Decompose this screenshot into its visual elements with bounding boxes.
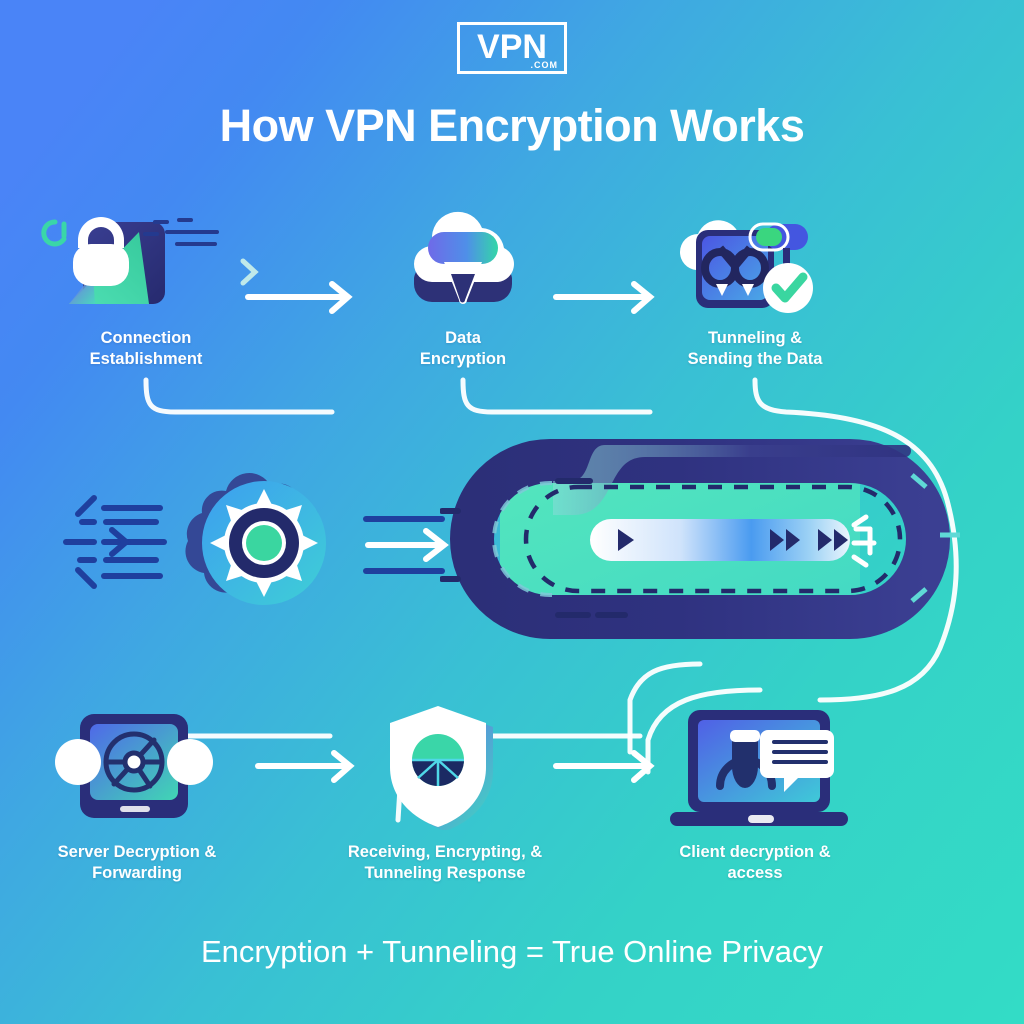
label-line-1: Server Decryption & (57, 843, 217, 861)
flow-step-data-encryption[interactable]: Data Encryption (348, 200, 578, 370)
label-line-1: Tunneling & (707, 329, 803, 347)
tunnel-screen-check-icon (640, 200, 870, 320)
logo-wordmark: VPN (477, 28, 547, 66)
server-tablet-icon (22, 700, 252, 820)
label-line-1: Receiving, Encrypting, & (347, 843, 543, 861)
label-line-1: Client decryption & (679, 843, 831, 861)
label-line-2: Sending the Data (687, 350, 823, 369)
footer-tagline: Encryption + Tunneling = True Online Pri… (200, 934, 824, 969)
flow-step-label: Connection Establishment (31, 328, 261, 370)
data-stream-inflow-icon (60, 480, 190, 610)
shield-icon (330, 700, 560, 831)
vpn-com-logo[interactable]: VPN .COM (457, 22, 567, 74)
flow-step-server-decryption[interactable]: Server Decryption & Forwarding (22, 700, 252, 884)
vpn-tunnel-icon (439, 425, 980, 650)
label-line-2: Tunneling Response (364, 864, 526, 883)
flow-step-label: Server Decryption & Forwarding (22, 842, 252, 884)
logo-tld: .COM (530, 60, 558, 70)
padlock-icon (31, 200, 261, 320)
laptop-chat-icon (640, 700, 870, 826)
flow-step-label: Receiving, Encrypting, & Tunneling Respo… (330, 842, 560, 884)
label-line-2: Forwarding (92, 864, 182, 883)
playback-icons (618, 529, 848, 551)
flow-step-client-decryption[interactable]: Client decryption & access (640, 700, 870, 884)
label-line-1: Connection (100, 329, 192, 347)
label-line-1: Data (445, 329, 481, 347)
label-line-2: Establishment (89, 350, 203, 369)
page-title: How VPN Encryption Works (219, 100, 805, 151)
flow-step-connection-establishment[interactable]: Connection Establishment (31, 200, 261, 370)
flow-step-label: Data Encryption (348, 328, 578, 370)
arrow-right-icon (362, 505, 452, 585)
label-line-2: Encryption (419, 350, 507, 369)
label-line-2: access (727, 864, 783, 883)
flow-step-tunneling-sending[interactable]: Tunneling & Sending the Data (640, 200, 870, 370)
flow-step-label: Tunneling & Sending the Data (640, 328, 870, 370)
cloud-funnel-icon (348, 200, 578, 320)
chevron-right-icon (240, 258, 259, 286)
flow-step-receiving-encrypting[interactable]: Receiving, Encrypting, & Tunneling Respo… (330, 700, 560, 884)
encryption-sunburst-node-icon (160, 455, 360, 635)
flow-step-label: Client decryption & access (640, 842, 870, 884)
